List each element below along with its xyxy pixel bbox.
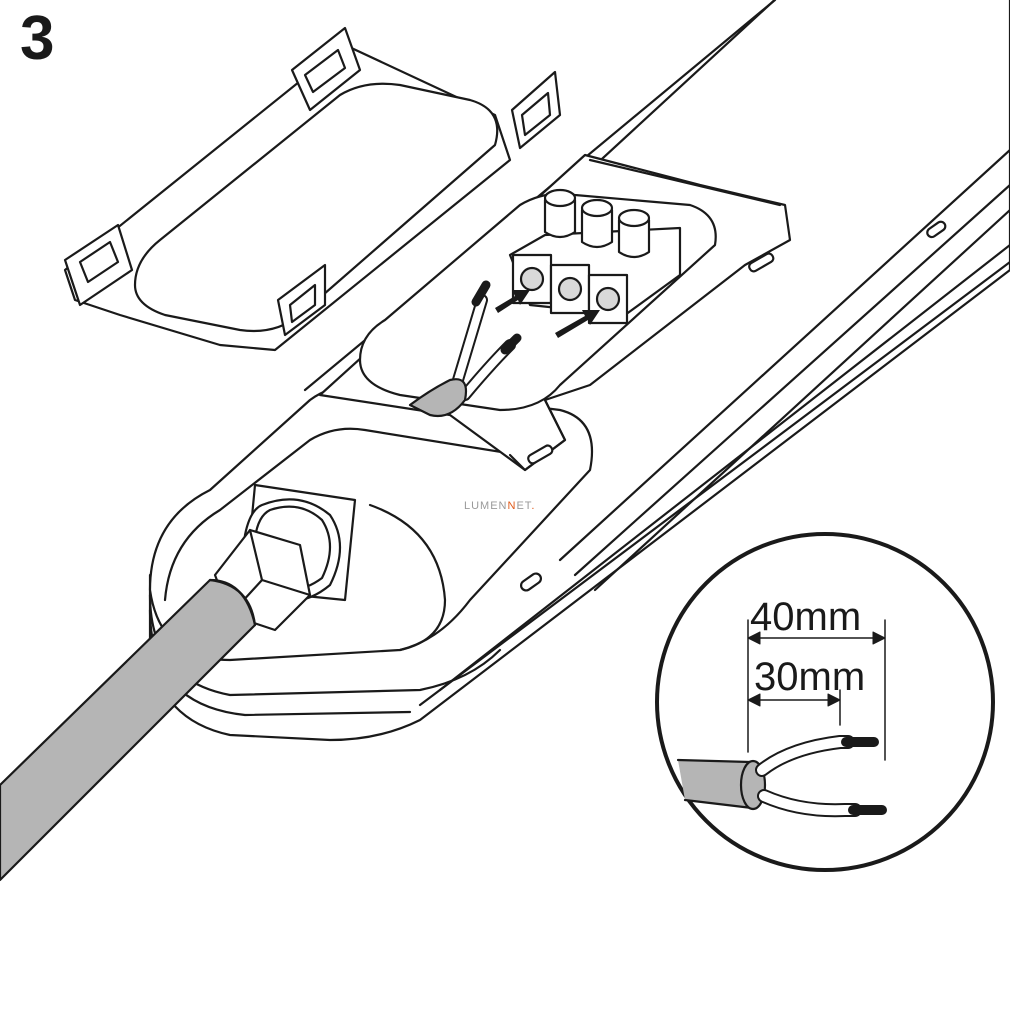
- dimension-label-40mm: 40mm: [750, 595, 861, 639]
- step-number: 3: [20, 4, 55, 73]
- terminal-block: [508, 188, 682, 325]
- insert-arrow-icons: [495, 290, 600, 338]
- watermark-part2: ET: [516, 500, 531, 512]
- compartment-cover: [63, 26, 562, 352]
- watermark-accent: N: [508, 500, 517, 512]
- wire-strip-detail: [655, 532, 995, 872]
- internal-wires: [408, 280, 522, 418]
- watermark-part1: LUMEN: [464, 500, 508, 512]
- dimension-label-30mm: 30mm: [754, 655, 865, 699]
- power-cable: [0, 578, 257, 882]
- svg-text:LUMENNET.: LUMENNET.: [464, 500, 535, 512]
- watermark-logo: LUMENNET.: [464, 500, 535, 512]
- watermark-dot: .: [531, 500, 535, 512]
